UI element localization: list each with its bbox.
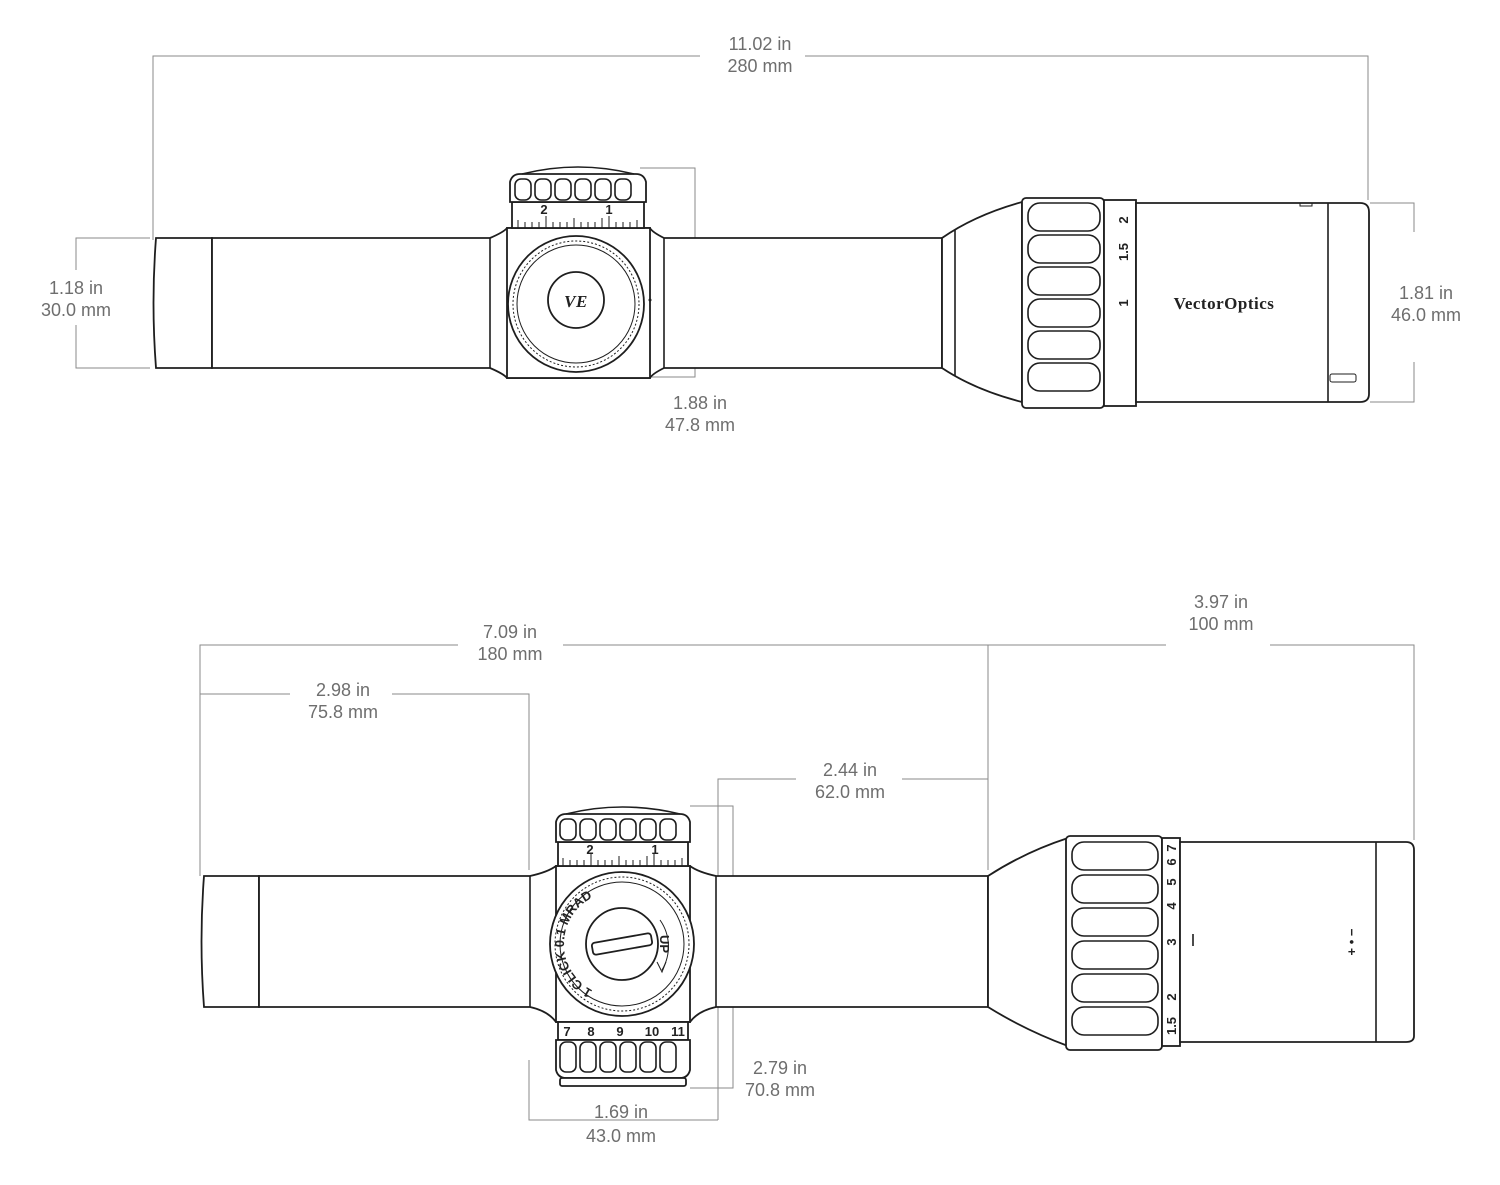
mag-mark-1-5: 1.5 xyxy=(1116,243,1131,261)
dim-turret-width-in: 1.69 in xyxy=(594,1102,648,1122)
dim-objective-diameter: 1.81 in 46.0 mm xyxy=(1370,202,1461,403)
dim-tube-diameter-in: 1.18 in xyxy=(49,278,103,298)
mag-side-1-5: 1.5 xyxy=(1164,1017,1179,1035)
illum-mark-10: 10 xyxy=(645,1024,659,1039)
illum-knob-base xyxy=(559,1077,687,1087)
logo-text: VE xyxy=(564,292,588,311)
scope-body-top: VE 2 1 xyxy=(152,166,1370,409)
dim-turret-depth-mm: 70.8 mm xyxy=(745,1080,815,1100)
elevation-mark-1: 1 xyxy=(605,202,612,217)
objective-bell-top xyxy=(1135,202,1370,403)
mag-side-5: 5 xyxy=(1164,878,1179,885)
mag-side-2: 2 xyxy=(1164,993,1179,1000)
elevation-scale-side xyxy=(557,841,689,867)
elevation-side-mark-2: 2 xyxy=(586,842,593,857)
windage-slot xyxy=(590,932,654,956)
dim-overall-length-mm: 280 mm xyxy=(727,56,792,76)
dim-turret-height: 1.88 in 47.8 mm xyxy=(640,167,735,435)
illum-mark-9: 9 xyxy=(616,1024,623,1039)
mag-ring-side xyxy=(1065,835,1163,1051)
elevation-scale-top xyxy=(511,201,645,229)
dim-overall-length-in: 11.02 in xyxy=(729,34,792,54)
elevation-scale-side-ticks xyxy=(562,854,683,866)
objective-bell-side xyxy=(1179,841,1415,1043)
dim-objective-diameter-mm: 46.0 mm xyxy=(1391,305,1461,325)
illum-mark-11: 11 xyxy=(671,1024,685,1039)
elevation-side-mark-1: 1 xyxy=(651,842,658,857)
dim-tube-diameter-mm: 30.0 mm xyxy=(41,300,111,320)
elevation-knurl-side xyxy=(559,818,677,841)
scope-body-side: 1 CLICK 0.1 MRAD UP 2 1 xyxy=(200,806,1415,1087)
mag-mark-1: 1 xyxy=(1116,299,1131,306)
illum-mark-8: 8 xyxy=(587,1024,594,1039)
mag-side-4: 4 xyxy=(1164,902,1179,910)
dim-turret-to-ring-mm: 62.0 mm xyxy=(815,782,885,802)
dim-front-to-turret-mm: 75.8 mm xyxy=(308,702,378,722)
dim-objective-section-in: 3.97 in xyxy=(1194,592,1248,612)
dim-mount-length-in: 7.09 in xyxy=(483,622,537,642)
illum-mark-7: 7 xyxy=(563,1024,570,1039)
dim-objective-diameter-in: 1.81 in xyxy=(1399,283,1453,303)
illum-indicator: + • − xyxy=(1344,928,1359,955)
dim-objective-section-mm: 100 mm xyxy=(1188,614,1253,634)
eyepiece-cap-top xyxy=(152,237,213,369)
mag-side-6: 6 xyxy=(1164,858,1179,865)
brand-text: VectorOptics xyxy=(1174,294,1275,313)
logo-badge xyxy=(547,271,605,329)
dim-mount-length-mm: 180 mm xyxy=(477,644,542,664)
dim-turret-width-mm: 43.0 mm xyxy=(586,1126,656,1146)
objective-flare-side xyxy=(987,836,1069,1048)
dim-turret-width: 1.69 in 43.0 mm xyxy=(528,1060,718,1146)
dim-turret-to-ring-in: 2.44 in xyxy=(823,760,877,780)
side-view: 7.09 in 180 mm 3.97 in 100 mm 2.98 in 75… xyxy=(199,592,1415,1146)
illum-knurl xyxy=(559,1041,677,1073)
dim-turret-depth-in: 2.79 in xyxy=(753,1058,807,1078)
mag-side-7: 7 xyxy=(1164,844,1179,851)
elevation-scale-ticks xyxy=(517,216,638,228)
dim-front-to-turret: 2.98 in 75.8 mm xyxy=(200,680,530,870)
objective-flare-top xyxy=(941,200,1023,404)
elevation-knurl xyxy=(514,178,632,201)
windage-up-text: UP xyxy=(657,935,672,953)
dim-objective-section: 3.97 in 100 mm xyxy=(988,592,1415,840)
dim-front-to-turret-in: 2.98 in xyxy=(316,680,370,700)
eyepiece-cap-side xyxy=(200,875,260,1008)
elevation-mark-2: 2 xyxy=(540,202,547,217)
mag-side-3: 3 xyxy=(1164,938,1179,945)
dim-turret-height-mm: 47.8 mm xyxy=(665,415,735,435)
dim-tube-diameter: 1.18 in 30.0 mm xyxy=(41,237,150,369)
mag-ring-grooves-top xyxy=(1027,202,1101,392)
top-view: 11.02 in 280 mm 1.18 in 30.0 mm 1.88 in … xyxy=(41,34,1461,435)
dim-overall-length: 11.02 in 280 mm xyxy=(152,34,1369,240)
mag-scale-band-top xyxy=(1103,199,1137,407)
elevation-knob-top xyxy=(509,173,647,203)
mag-mark-2: 2 xyxy=(1116,216,1131,223)
mag-ring-grooves-side xyxy=(1071,841,1159,1036)
dim-turret-height-in: 1.88 in xyxy=(673,393,727,413)
